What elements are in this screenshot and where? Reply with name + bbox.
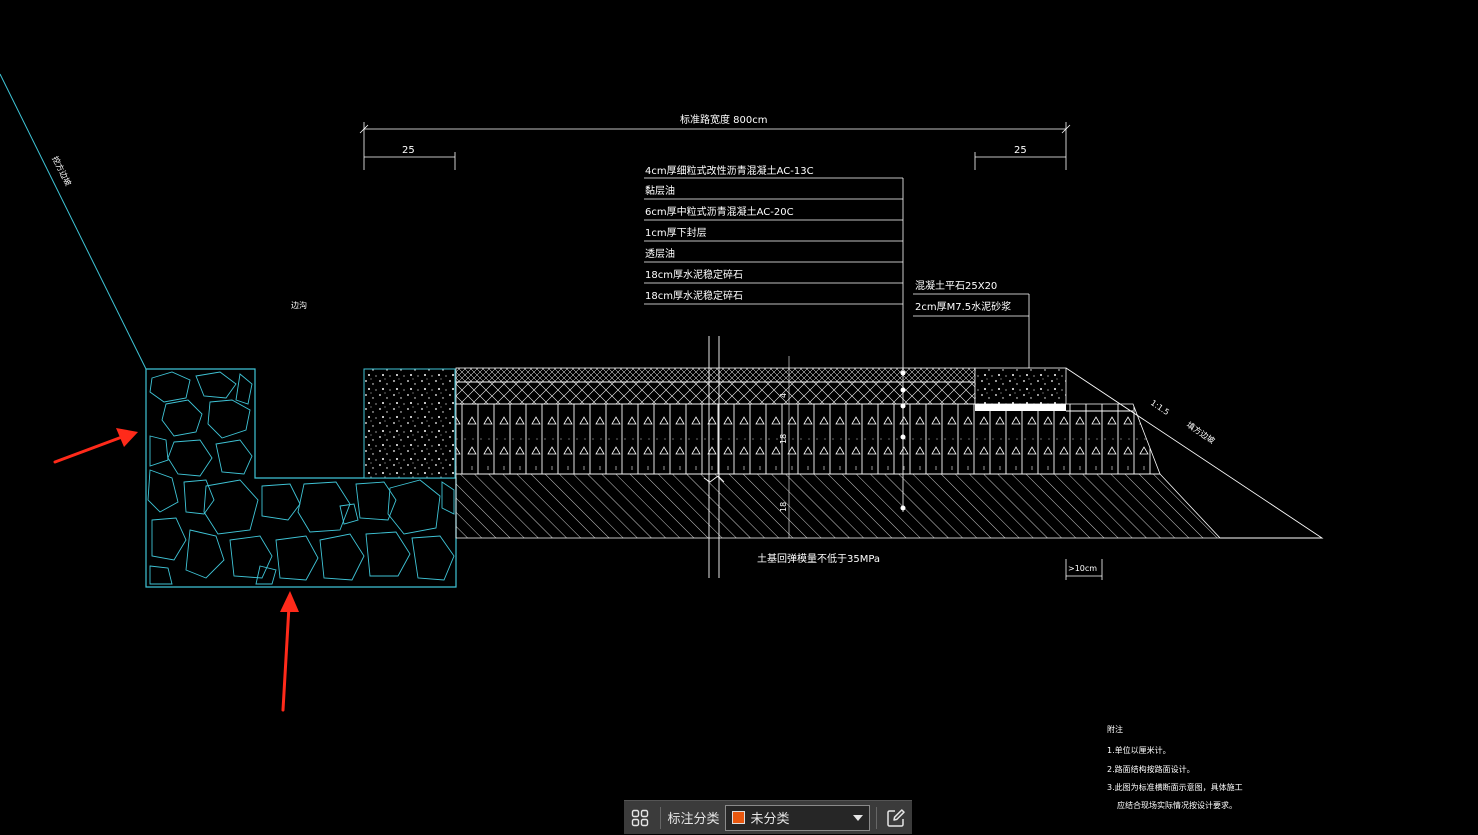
left-25-label: 25 <box>402 145 415 156</box>
vertical-dim-2: 18 <box>779 502 788 512</box>
shoulder-dim-label: >10cm <box>1068 564 1097 573</box>
layer-4-label: 1cm厚下封层 <box>645 226 707 239</box>
right-25-label: 25 <box>1014 145 1027 156</box>
curb-note-1: 混凝土平石25X20 <box>915 279 997 292</box>
note-item-2: 2.路面结构按路面设计。 <box>1107 764 1195 774</box>
right-curb-stone <box>974 367 1067 405</box>
vertical-dim-3: 4 <box>779 393 788 398</box>
category-selected-value: 未分类 <box>750 812 790 827</box>
annotation-toolbar: 标注分类 未分类 <box>624 800 912 834</box>
category-select[interactable]: 未分类 <box>725 804 870 831</box>
toolbar-divider-2 <box>875 806 877 829</box>
note-item-1: 1.单位以厘米计。 <box>1107 745 1171 755</box>
fill-slope-label: 填方边坡 <box>1185 419 1217 445</box>
right-25-dimension <box>974 152 1066 170</box>
notes-title: 附注 <box>1107 724 1123 734</box>
chevron-down-icon <box>852 814 863 821</box>
annotation-arrow-bottom <box>280 591 299 712</box>
slope-ratio-label: 1:1.5 <box>1149 398 1171 417</box>
right-curb-mortar <box>975 404 1066 411</box>
note-item-4: 应结合现场实际情况按设计要求。 <box>1117 800 1237 810</box>
curb-note-2: 2cm厚M7.5水泥砂浆 <box>915 300 1011 313</box>
cut-slope-line <box>0 73 147 370</box>
total-width-label: 标准路宽度 800cm <box>680 113 768 126</box>
break-line <box>703 336 725 578</box>
layer-1-label: 4cm厚细粒式改性沥青混凝土AC-13C <box>645 164 814 177</box>
embankment-slope <box>1065 367 1324 539</box>
edit-icon[interactable] <box>879 801 912 835</box>
left-25-dimension <box>364 152 456 170</box>
annotation-arrow-left <box>53 428 138 464</box>
pavement-structure <box>455 367 1221 539</box>
grid-icon[interactable] <box>624 801 657 835</box>
category-color-swatch <box>732 811 746 824</box>
layer-leader-table <box>644 177 904 512</box>
ditch-label: 边沟 <box>291 300 307 310</box>
toolbar-divider <box>659 806 661 829</box>
drawing-notes: 附注 1.单位以厘米计。 2.路面结构按路面设计。 3.此图为标准横断面示意图，… <box>1107 724 1243 810</box>
vertical-dim-1: 18 <box>779 434 788 444</box>
layer-6-label: 18cm厚水泥稳定碎石 <box>645 268 743 281</box>
left-concrete-block <box>363 368 456 479</box>
note-item-3: 3.此图为标准横断面示意图，具体施工 <box>1107 782 1243 792</box>
layer-5-label: 透层油 <box>645 247 675 260</box>
layer-3-label: 6cm厚中粒式沥青混凝土AC-20C <box>645 205 794 218</box>
total-width-dimension <box>359 122 1071 170</box>
layer-7-label: 18cm厚水泥稳定碎石 <box>645 289 743 302</box>
subgrade-note: 土基回弹模量不低于35MPa <box>757 552 880 565</box>
category-label: 标注分类 <box>667 812 720 827</box>
shoulder-dimension <box>1065 559 1103 580</box>
layer-2-label: 黏层油 <box>645 184 675 197</box>
